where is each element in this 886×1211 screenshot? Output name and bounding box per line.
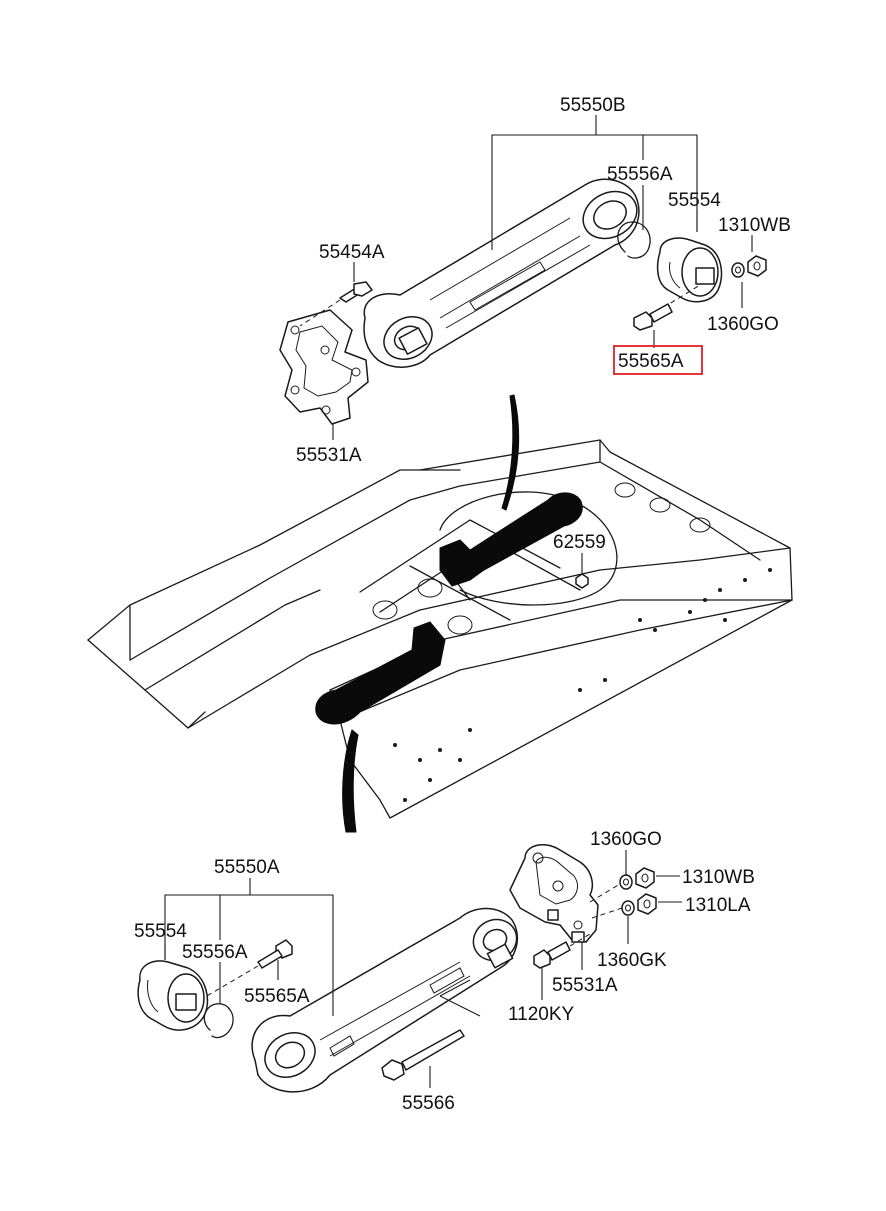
bottom-bolt-part xyxy=(199,939,293,1001)
bottom-bracket-part xyxy=(509,843,599,943)
top-bushing-part xyxy=(639,237,723,323)
label-bottom-assembly: 55550A xyxy=(214,857,280,878)
top-trailing-arm-part xyxy=(363,178,640,368)
label-top-washer: 1360GO xyxy=(707,314,779,335)
label-bottom-nut-lower: 1310LA xyxy=(685,895,751,916)
highlight-box xyxy=(613,345,703,375)
label-bottom-nut-upper: 1310WB xyxy=(682,867,755,888)
label-center-nut: 62559 xyxy=(553,532,606,553)
label-bottom-snap-ring: 55556A xyxy=(182,942,248,963)
bottom-bushing-part xyxy=(137,960,209,1031)
top-nut-part xyxy=(747,255,767,277)
label-top-bolt-left: 55454A xyxy=(319,242,385,263)
bottom-nut-upper-part xyxy=(635,867,655,889)
callout-labels: 55550B 55556A 55554 1310WB 55454A 1360GO… xyxy=(134,95,791,1114)
vehicle-frame xyxy=(87,394,793,833)
bottom-washer-lower-part xyxy=(621,900,635,916)
top-assembly xyxy=(279,115,767,440)
center-nut-part xyxy=(575,573,589,589)
label-bottom-bushing: 55554 xyxy=(134,921,187,942)
label-top-bushing: 55554 xyxy=(668,190,721,211)
label-top-bracket: 55531A xyxy=(296,445,362,466)
top-washer-part xyxy=(731,262,745,278)
bottom-assembly xyxy=(137,843,682,1093)
top-bolt-left-part xyxy=(299,281,373,327)
label-bottom-bracket: 55531A xyxy=(552,975,618,996)
label-top-assembly: 55550B xyxy=(560,95,626,116)
bottom-nut-lower-part xyxy=(637,893,657,915)
label-top-nut-outer: 1310WB xyxy=(718,215,791,236)
bottom-washer-upper-part xyxy=(619,874,633,890)
top-bracket-part xyxy=(279,309,369,425)
label-top-snap-ring: 55556A xyxy=(607,164,673,185)
label-bottom-bolt-small: 1120KY xyxy=(508,1004,575,1025)
label-bottom-long-bolt: 55566 xyxy=(402,1093,455,1114)
label-bottom-bolt: 55565A xyxy=(244,986,310,1007)
top-bolt-highlighted-part xyxy=(633,303,673,331)
top-snap-ring-part xyxy=(617,221,651,259)
bottom-bolt-small-part xyxy=(533,933,591,969)
bottom-trailing-arm-part xyxy=(251,907,519,1093)
label-top-bolt-highlighted: 55565A xyxy=(618,351,684,372)
bottom-long-bolt-part xyxy=(381,979,481,1081)
label-bottom-washer-upper: 1360GO xyxy=(590,829,662,850)
frame-holes xyxy=(393,568,772,802)
label-bottom-washer-lower: 1360GK xyxy=(597,950,667,971)
top-leaders xyxy=(332,115,753,440)
bottom-snap-ring-part xyxy=(203,1003,234,1039)
bottom-leaders xyxy=(164,850,682,1088)
